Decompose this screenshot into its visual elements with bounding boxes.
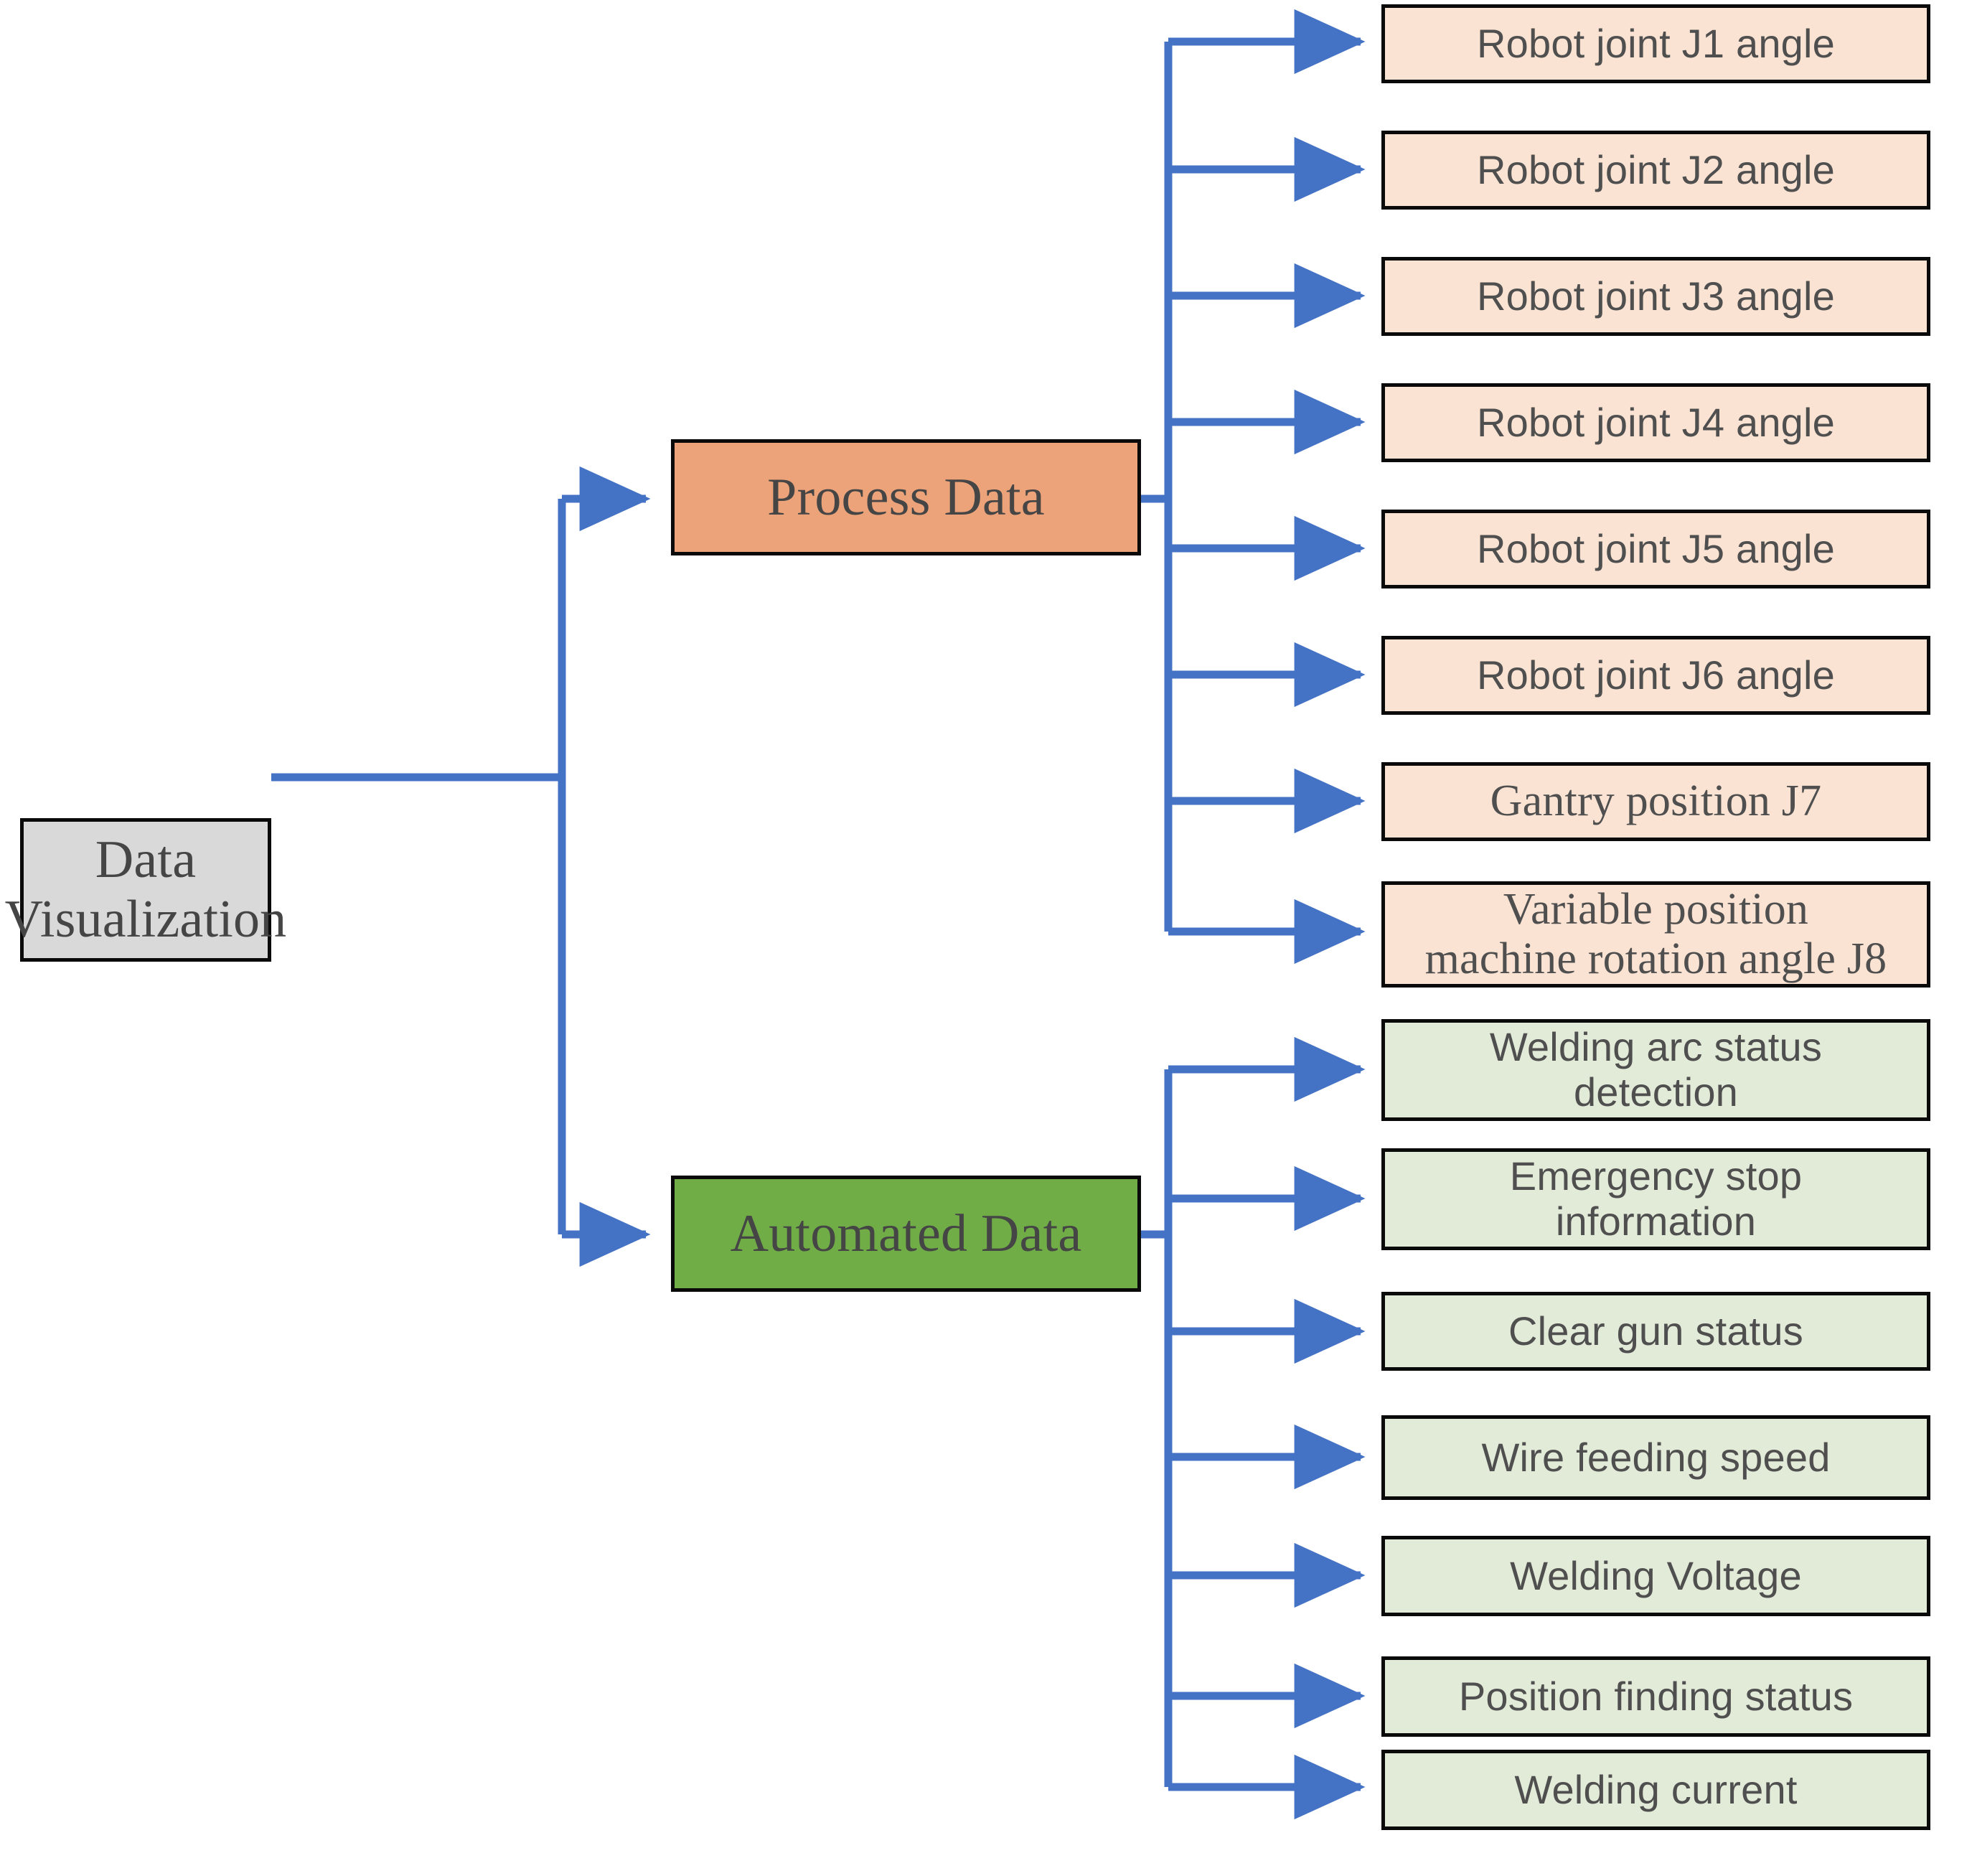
node-automated-data[interactable]: Automated Data (671, 1176, 1141, 1292)
node-gantry-position-j7[interactable]: Gantry position J7 (1381, 762, 1930, 841)
connector-root-split (271, 466, 651, 1267)
connector-process-fan (1140, 9, 1366, 965)
node-clear-gun-status[interactable]: Clear gun status (1381, 1292, 1930, 1371)
node-welding-arc-status-detection[interactable]: Welding arc status detection (1381, 1019, 1930, 1121)
node-robot-joint-j2-angle[interactable]: Robot joint J2 angle (1381, 131, 1930, 210)
node-welding-current[interactable]: Welding current (1381, 1750, 1930, 1830)
node-wire-feeding-speed[interactable]: Wire feeding speed (1381, 1415, 1930, 1500)
node-variable-position-machine-rotation-angle-j8[interactable]: Variable position machine rotation angle… (1381, 881, 1930, 988)
node-robot-joint-j3-angle[interactable]: Robot joint J3 angle (1381, 257, 1930, 336)
node-emergency-stop-information[interactable]: Emergency stop information (1381, 1148, 1930, 1250)
connector-automated-fan (1140, 1036, 1366, 1820)
node-robot-joint-j5-angle[interactable]: Robot joint J5 angle (1381, 510, 1930, 588)
node-robot-joint-j1-angle[interactable]: Robot joint J1 angle (1381, 4, 1930, 83)
node-position-finding-status[interactable]: Position finding status (1381, 1656, 1930, 1737)
node-process-data[interactable]: Process Data (671, 439, 1141, 555)
node-robot-joint-j4-angle[interactable]: Robot joint J4 angle (1381, 383, 1930, 462)
node-robot-joint-j6-angle[interactable]: Robot joint J6 angle (1381, 636, 1930, 715)
node-data-visualization[interactable]: Data Visualization (5, 818, 286, 962)
node-welding-voltage[interactable]: Welding Voltage (1381, 1536, 1930, 1616)
